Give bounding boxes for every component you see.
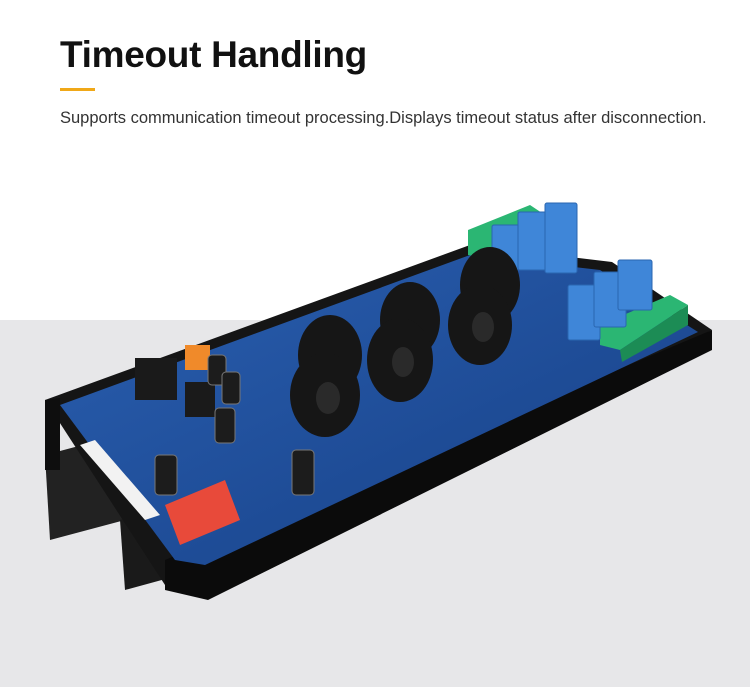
power-connectors	[135, 345, 215, 417]
current-transformer-coils	[290, 247, 520, 437]
capacitors	[154, 354, 315, 496]
title-accent-bar	[60, 88, 95, 91]
terminal-block-right	[600, 295, 688, 362]
page-title: Timeout Handling	[60, 34, 367, 75]
page-subtitle: Supports communication timeout processin…	[60, 109, 707, 127]
dip-switch	[165, 480, 240, 545]
label-strip	[80, 440, 160, 520]
